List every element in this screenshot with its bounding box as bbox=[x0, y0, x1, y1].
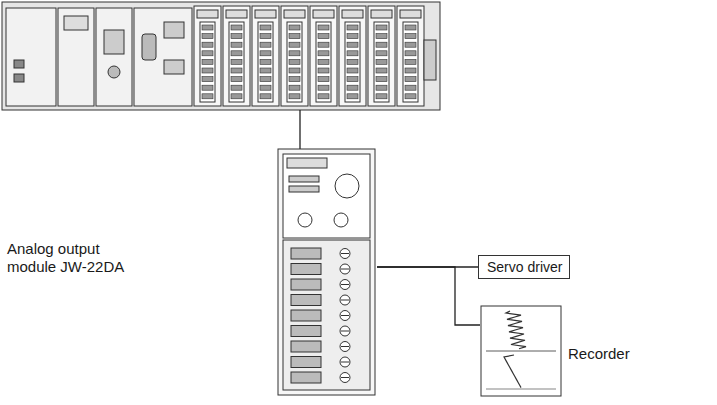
recorder: Recorder bbox=[480, 305, 562, 397]
signal-wire bbox=[377, 267, 480, 325]
box-label: Servo driver bbox=[487, 259, 561, 275]
servo-driver-box: Servo driver bbox=[478, 255, 570, 279]
module-illustration bbox=[277, 148, 377, 396]
recorder-illustration bbox=[480, 305, 562, 397]
device-label: Recorder bbox=[568, 345, 630, 363]
analog-output-module: Analog output module JW-22DA bbox=[277, 148, 377, 396]
bus-cable bbox=[299, 110, 300, 150]
rack-connector bbox=[424, 40, 436, 80]
device-label: Analog output module JW-22DA bbox=[7, 240, 133, 276]
